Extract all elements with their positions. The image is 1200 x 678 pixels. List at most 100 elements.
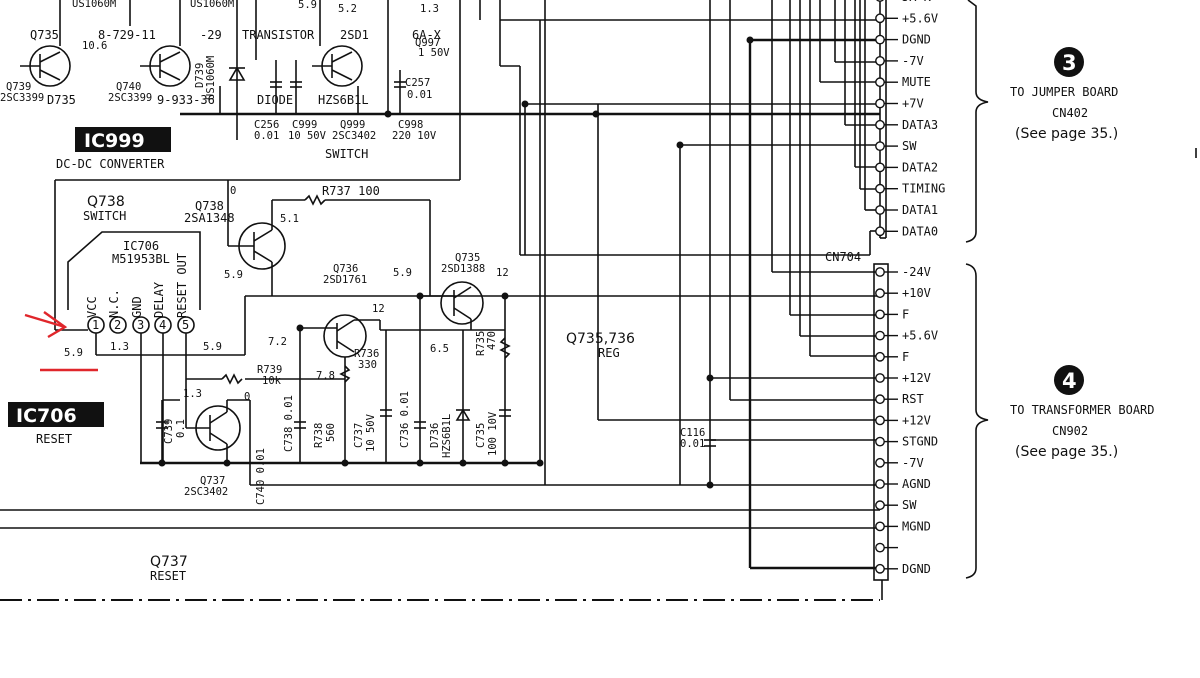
- ic706-desc: RESET: [36, 432, 72, 446]
- label-switch: SWITCH: [325, 147, 368, 161]
- q737-title: Q737: [150, 554, 188, 570]
- q738-part: 2SA1348: [184, 211, 235, 225]
- lower-v0: 0: [244, 391, 250, 403]
- q738-v59: 5.9: [224, 269, 243, 281]
- brace-cn704: [965, 263, 989, 579]
- label-v106: 10.6: [82, 40, 107, 52]
- cn704-pin-11: [875, 479, 885, 489]
- label-q999: Q999: [340, 119, 365, 131]
- cn704-pin-label: -24V: [902, 265, 931, 279]
- lower-section: R739 10k 1.3 0 C739 0.1 Q737 2SC3402 C74…: [0, 364, 883, 601]
- section-marker-3-text: 3: [1062, 51, 1077, 75]
- c116-ref: C116: [680, 427, 705, 439]
- label-v13-top: 1.3: [420, 3, 439, 15]
- label-part-29: -29: [200, 28, 222, 42]
- red-arrow-head: [43, 311, 68, 339]
- ic706-pin-num-2: 2: [114, 318, 121, 332]
- c739-val: 0.1: [175, 419, 187, 438]
- cn704-label: CN704: [825, 250, 861, 264]
- cn402-pin-label: +5.6V: [902, 11, 938, 25]
- label-c999: C999: [292, 119, 317, 131]
- brace-cn402: [965, 0, 989, 243]
- transistor-q736: [323, 314, 367, 358]
- cn402-pin-12: [875, 226, 885, 237]
- q737-subtitle: RESET: [150, 569, 186, 583]
- cn402-pin-9: [875, 162, 885, 173]
- label-q739: Q739: [6, 81, 31, 93]
- ic999-badge-text: IC999: [84, 130, 145, 152]
- cn704-pin-label: DGND: [902, 562, 931, 576]
- ic706-pin-num-5: 5: [182, 318, 189, 332]
- cn402-pin-11: [875, 205, 885, 215]
- label-diode: DIODE: [257, 93, 293, 107]
- label-q999-part: 2SC3402: [332, 130, 376, 142]
- cn402-pin-label: DGND: [902, 33, 931, 47]
- ic706-pin-num-1: 1: [92, 318, 99, 332]
- label-c998: C998: [398, 119, 423, 131]
- ic706-pin-2: [109, 316, 127, 334]
- r735-ref: R735: [475, 331, 487, 356]
- ic706-pin-label-delay: DELAY: [152, 281, 166, 318]
- c740-label: C740 0.01: [255, 448, 267, 505]
- ic706-v-pin1: 5.9: [64, 347, 83, 359]
- ic706-v-pin5: 5.9: [203, 341, 222, 353]
- reg-v78: 7.8: [316, 370, 335, 382]
- label-us1060m-1: US1060M: [72, 0, 116, 10]
- label-c257: C257: [405, 77, 430, 89]
- ic706-pin-label-vcc: VCC: [85, 296, 99, 318]
- cn704-pin-6: [875, 373, 885, 383]
- c735-ref: C735: [475, 423, 487, 448]
- q735-ref: Q735: [455, 252, 480, 264]
- cn704-pin-10: [875, 457, 885, 468]
- q738-subtitle: SWITCH: [83, 209, 126, 223]
- reg-title: Q735,736: [566, 331, 635, 347]
- lower-v13: 1.3: [183, 388, 202, 400]
- cn402-ref: CN402: [1052, 106, 1088, 120]
- cn402-to-label: TO JUMPER BOARD: [1010, 85, 1118, 99]
- cn402-pin-label: TIMING: [902, 182, 945, 196]
- switch-row: C256 0.01 C999 10 50V Q999 2SC3402 C998 …: [254, 119, 437, 161]
- zener-d736: [455, 408, 471, 421]
- cn704-pin-label: F: [902, 307, 909, 321]
- q737-part: 2SC3402: [184, 486, 228, 498]
- cn402-pin-label: DATA2: [902, 160, 938, 174]
- connector-cn402-side: JX-K+5.6VDGND-7VMUTE+7VDATA3SWDATA2TIMIN…: [875, 0, 1118, 243]
- q738-ref: Q738: [195, 199, 224, 213]
- ic706-ref: IC706: [123, 239, 159, 253]
- label-v59-top: 5.9: [298, 0, 317, 11]
- cn704-pin-label: +5.6V: [902, 329, 938, 343]
- label-c998-val: 220 10V: [392, 130, 437, 142]
- cn704-pin-label: +10V: [902, 286, 931, 300]
- regulator-block: Q736 2SD1761 Q735 2SD1388 5.9 12 7.2 12 …: [185, 252, 635, 463]
- cn902-ref: CN902: [1052, 424, 1088, 438]
- cn402-pin-3: [875, 34, 885, 45]
- label-q735-top: Q735: [30, 28, 59, 42]
- c735-val: 100 10V: [487, 411, 499, 456]
- cn704-pin-4: [875, 330, 885, 341]
- cn402-pin-2: [875, 13, 885, 24]
- q735-part: 2SD1388: [441, 263, 485, 275]
- section-marker-4-text: 4: [1062, 369, 1077, 393]
- ic706-pin-label-nc: N.C.: [107, 289, 121, 318]
- r739-val: 10k: [262, 375, 282, 387]
- label-part-8729: 8-729-11: [98, 28, 156, 42]
- label-q997: Q997: [415, 37, 440, 49]
- r738-ref: R738: [313, 423, 325, 448]
- cn402-pin-5: [875, 77, 885, 88]
- ic706-block: IC706 M51953BL VCC N.C. GND DELAY RESET …: [8, 231, 245, 463]
- ic706-pin-label-gnd: GND: [130, 296, 144, 318]
- label-q740-part: 2SC3399: [108, 92, 152, 104]
- c738-label: C738 0.01: [283, 395, 295, 452]
- q738-title: Q738: [87, 194, 125, 210]
- ic706-outline: [67, 231, 201, 310]
- cn402-pin-label: SW: [902, 139, 917, 153]
- c736-label: C736 0.01: [399, 391, 411, 448]
- cn704-pin-label: STGND: [902, 435, 938, 449]
- cn704-pin-3: [875, 309, 885, 320]
- q736-part: 2SD1761: [323, 274, 367, 286]
- bus-lines: [519, 0, 880, 570]
- ic706-v-pin4: 1.3: [110, 341, 129, 353]
- q736-ref: Q736: [333, 263, 358, 275]
- ic706-pin-label-reset-out: RESET OUT: [175, 253, 189, 318]
- cn704-pin-9: [875, 436, 885, 447]
